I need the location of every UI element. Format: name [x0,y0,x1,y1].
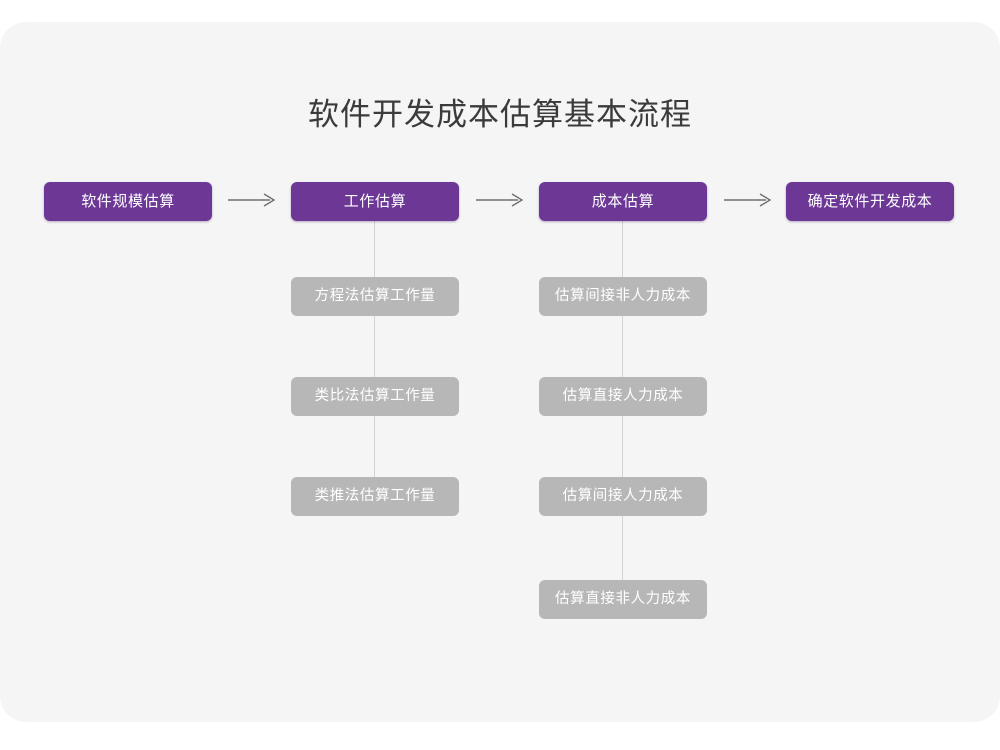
stage-node-determine-development-cost[interactable]: 确定软件开发成本 [786,182,954,221]
substep-node-direct-labor-cost[interactable]: 估算直接人力成本 [539,377,707,416]
substep-node-indirect-labor-cost[interactable]: 估算间接人力成本 [539,477,707,516]
substep-node-indirect-nonlabor-cost[interactable]: 估算间接非人力成本 [539,277,707,316]
connector-line-stage2 [374,218,375,500]
diagram-card-background [0,22,1000,722]
substep-node-direct-nonlabor-cost[interactable]: 估算直接非人力成本 [539,580,707,619]
substep-node-analogy-method-effort[interactable]: 类比法估算工作量 [291,377,459,416]
substep-node-inference-method-effort[interactable]: 类推法估算工作量 [291,477,459,516]
arrow-stage3-to-stage4 [724,192,774,212]
stage-node-effort-estimation[interactable]: 工作估算 [291,182,459,221]
stage-node-cost-estimation[interactable]: 成本估算 [539,182,707,221]
stage-node-software-scale-estimation[interactable]: 软件规模估算 [44,182,212,221]
arrow-stage1-to-stage2 [228,192,278,212]
page-title: 软件开发成本估算基本流程 [308,97,692,132]
arrow-stage2-to-stage3 [476,192,526,212]
substep-node-equation-method-effort[interactable]: 方程法估算工作量 [291,277,459,316]
